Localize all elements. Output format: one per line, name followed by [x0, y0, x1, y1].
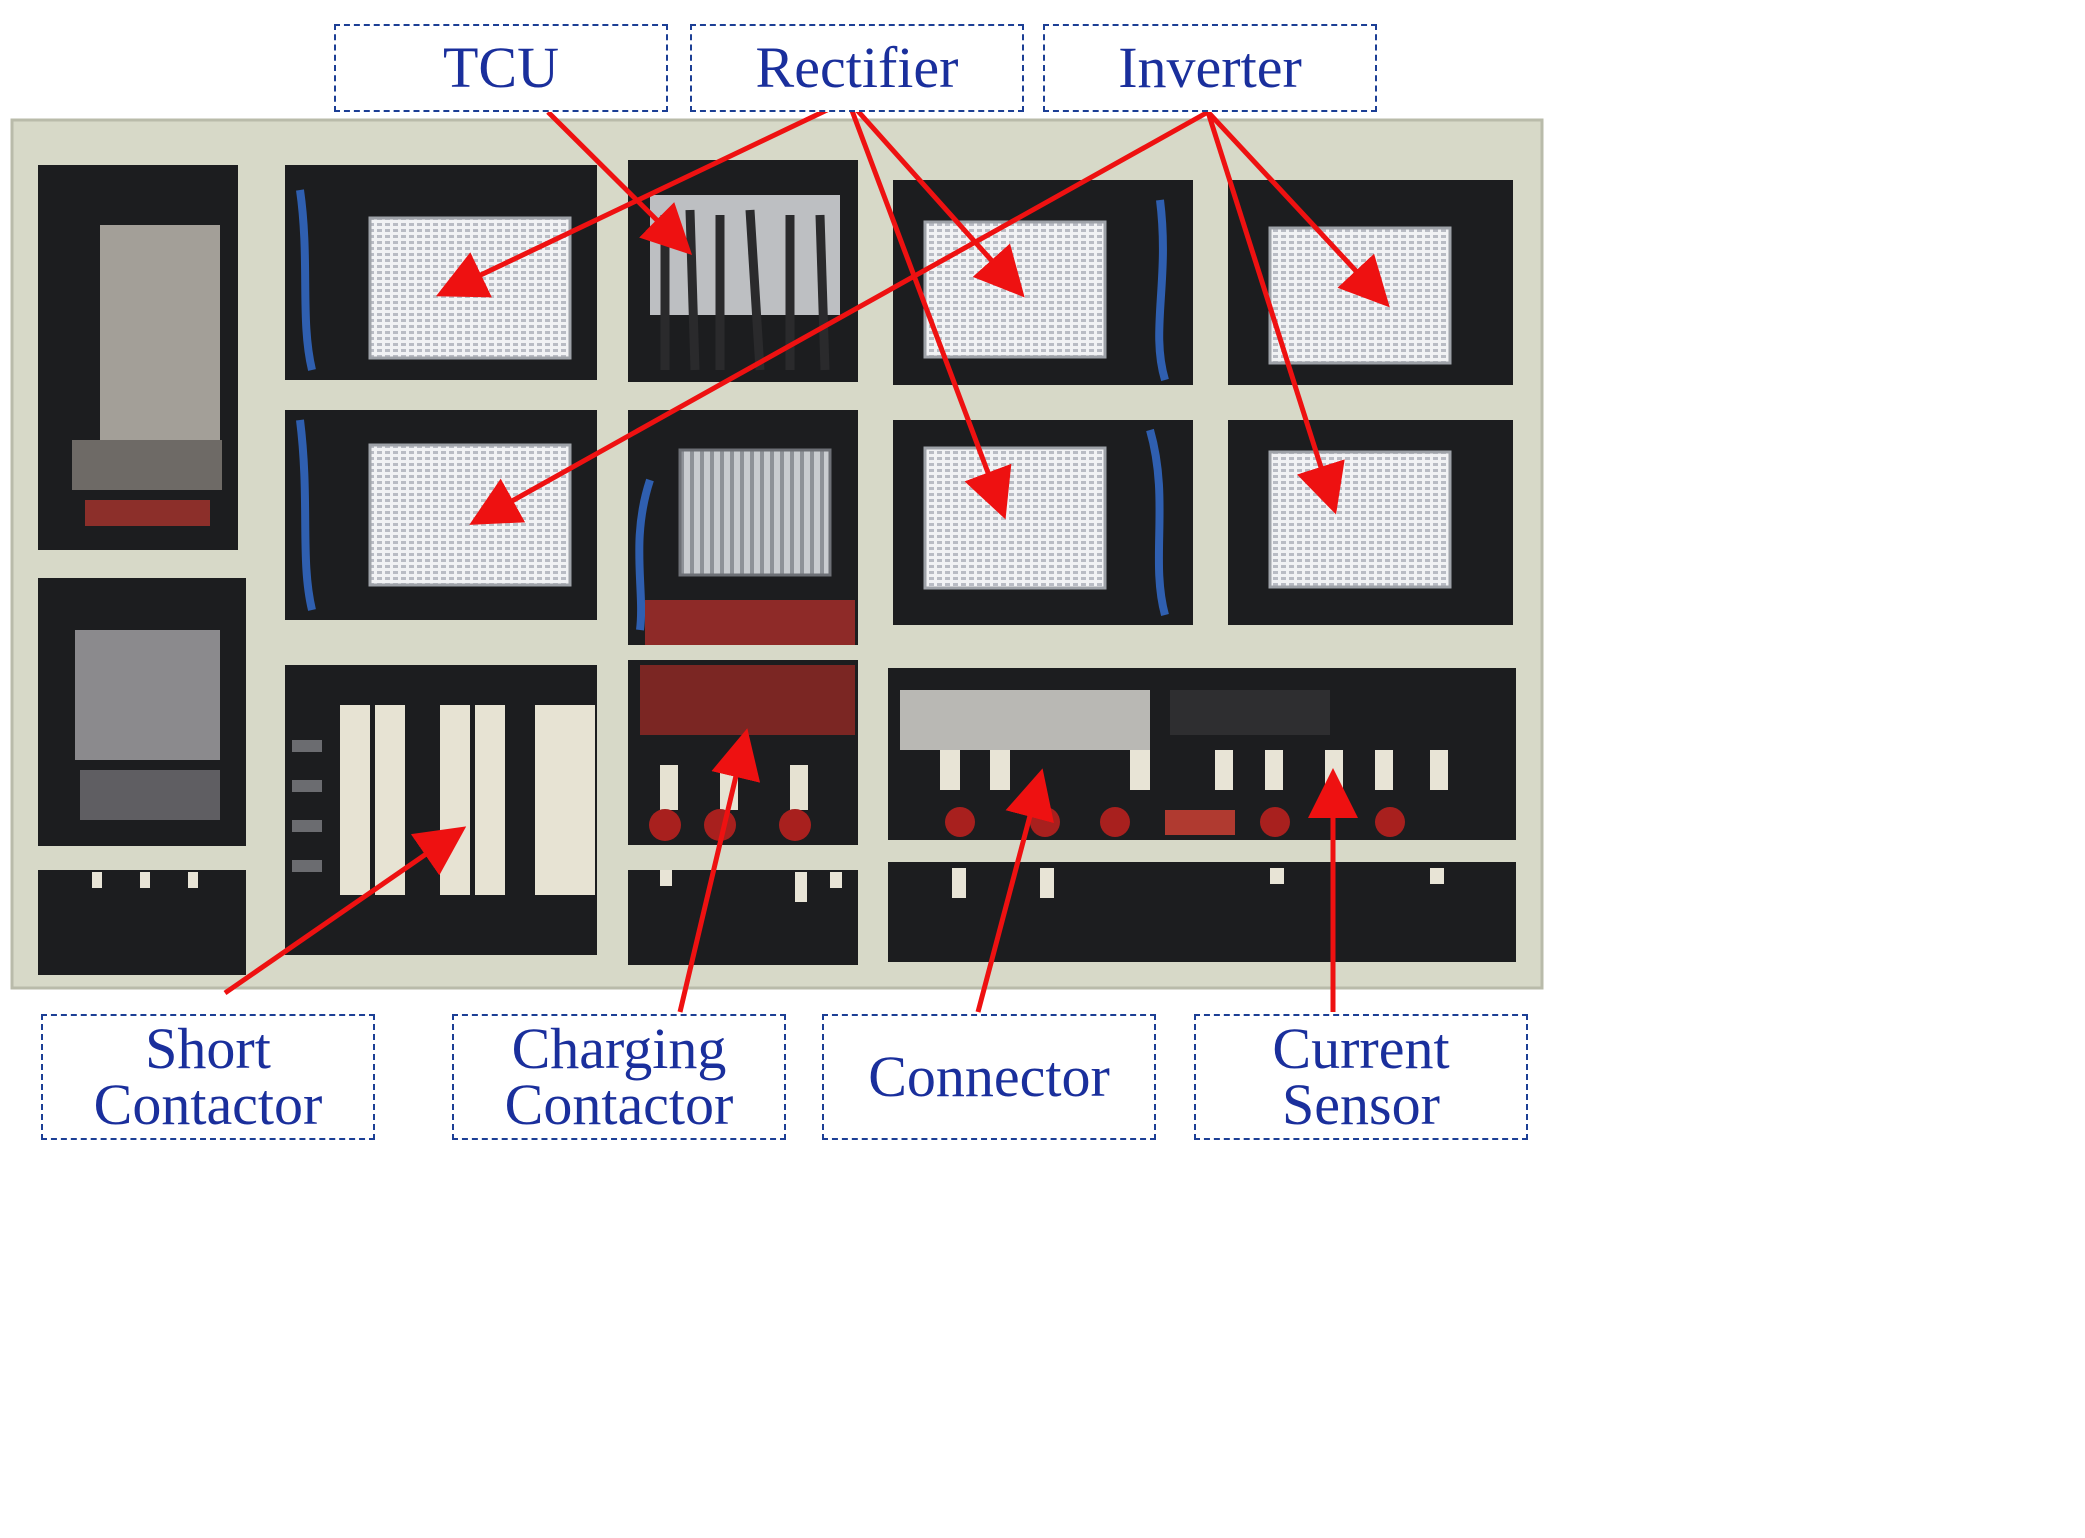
label-charging-contactor-line-2: Contactor	[504, 1072, 734, 1137]
label-short-contactor-line-1: Short	[145, 1016, 271, 1081]
label-rectifier: Rectifier	[690, 24, 1024, 112]
left-upper-module	[100, 225, 220, 445]
tcu-board	[650, 195, 840, 315]
label-current-sensor: Current Sensor	[1194, 1014, 1528, 1140]
arrow-tcu	[546, 110, 693, 256]
label-tcu-text: TCU	[443, 35, 559, 100]
label-short-contactor: Short Contactor	[41, 1014, 375, 1140]
arrow-inverter-3	[1205, 111, 1345, 515]
label-short-contactor-line-2: Contactor	[93, 1072, 323, 1137]
arrow-inverter-1	[469, 109, 1210, 525]
arrow-charging-contactor	[677, 728, 761, 1013]
arrow-rectifier-3	[845, 99, 1012, 520]
label-charging-contactor-line-1: Charging	[511, 1016, 727, 1081]
label-rectifier-text: Rectifier	[755, 35, 959, 100]
left-lower-module	[75, 630, 220, 760]
label-inverter: Inverter	[1043, 24, 1377, 112]
label-current-sensor-line-2: Sensor	[1282, 1072, 1440, 1137]
heatsink	[678, 448, 832, 577]
label-inverter-text: Inverter	[1118, 35, 1302, 100]
label-connector: Connector	[822, 1014, 1156, 1140]
label-tcu: TCU	[334, 24, 668, 112]
figure: TCU Rectifier Inverter Short Contactor C…	[10, 24, 1544, 1140]
label-charging-contactor: Charging Contactor	[452, 1014, 786, 1140]
arrow-rectifier-2	[846, 98, 1025, 298]
label-connector-text: Connector	[868, 1044, 1110, 1109]
cabinet-photo	[10, 97, 1544, 1013]
label-current-sensor-line-1: Current	[1272, 1016, 1450, 1081]
arrow-connector	[975, 768, 1054, 1013]
arrow-inverter-2	[1206, 110, 1390, 308]
arrow-short-contactor	[223, 826, 467, 996]
arrow-rectifier-1	[435, 97, 850, 298]
